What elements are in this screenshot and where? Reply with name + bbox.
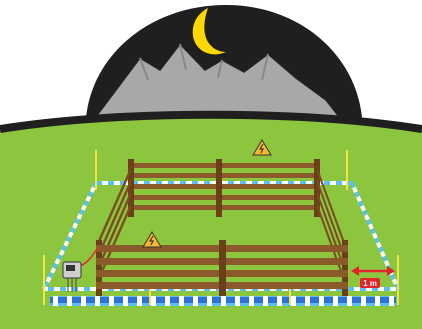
warning-triangle-icon [252, 139, 272, 156]
electric-fence-energizer-icon [62, 247, 99, 292]
wooden-fence-back [128, 159, 320, 217]
warning-triangle-icon [142, 231, 162, 248]
horizon-line [0, 110, 422, 133]
distance-indicator: 1 m [351, 266, 395, 288]
fence-posts [43, 150, 399, 305]
mountain-icon [93, 42, 342, 119]
distance-label: 1 m [363, 279, 377, 288]
fence-tape-base [50, 296, 396, 306]
crescent-moon-icon [192, 8, 226, 55]
wooden-fence-front [96, 240, 348, 296]
wooden-enclosure [96, 159, 348, 296]
